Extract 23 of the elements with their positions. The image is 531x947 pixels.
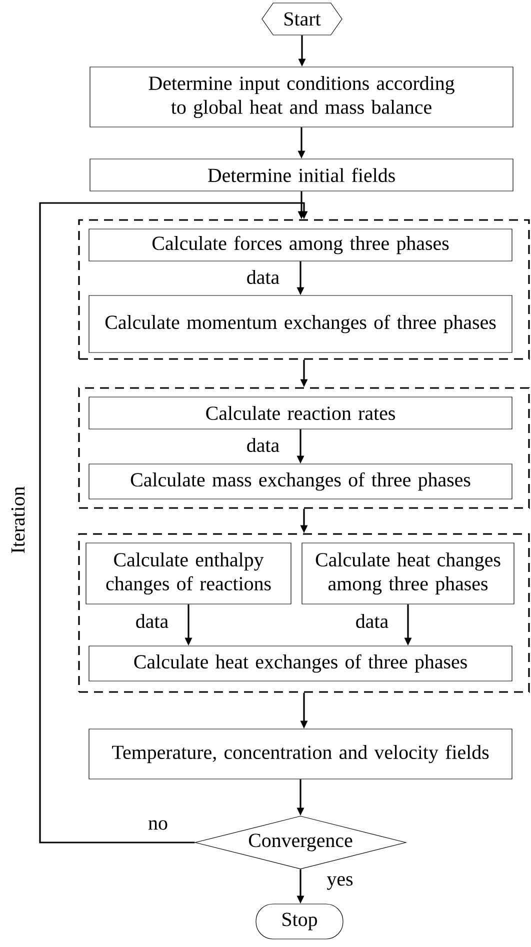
- process-box: Calculate heat exchanges of three phases: [88, 646, 512, 682]
- edge-label: no: [147, 819, 169, 831]
- process-box: Temperature, concentration and velocity fields: [88, 728, 512, 780]
- process-box: Calculate forces among three phases: [88, 228, 512, 262]
- process-box: Calculate enthalpy changes of reactions: [86, 542, 292, 604]
- stop-terminal: Stop: [256, 904, 344, 940]
- start-terminal: Start: [262, 2, 342, 36]
- dashed-group-box: [78, 387, 530, 509]
- edge-label: data: [134, 613, 170, 630]
- dashed-group-box: [78, 533, 530, 693]
- process-box: Calculate reaction rates: [88, 396, 512, 430]
- process-box: Calculate heat changes among three phases: [302, 542, 514, 604]
- process-box: Calculate mass exchanges of three phases: [88, 464, 512, 500]
- process-box: Calculate momentum exchanges of three phases: [88, 295, 512, 353]
- loop-label: Iteration: [11, 486, 25, 554]
- arrow: [39, 202, 308, 844]
- process-box: Determine initial fields: [90, 158, 514, 192]
- edge-label: data: [354, 613, 390, 630]
- process-box: Determine input conditions according to global heat and mass balance: [90, 66, 514, 128]
- edge-label: data: [245, 437, 281, 454]
- edge-label: yes: [326, 875, 354, 891]
- edge-label: data: [245, 269, 281, 286]
- dashed-group-box: [78, 219, 530, 360]
